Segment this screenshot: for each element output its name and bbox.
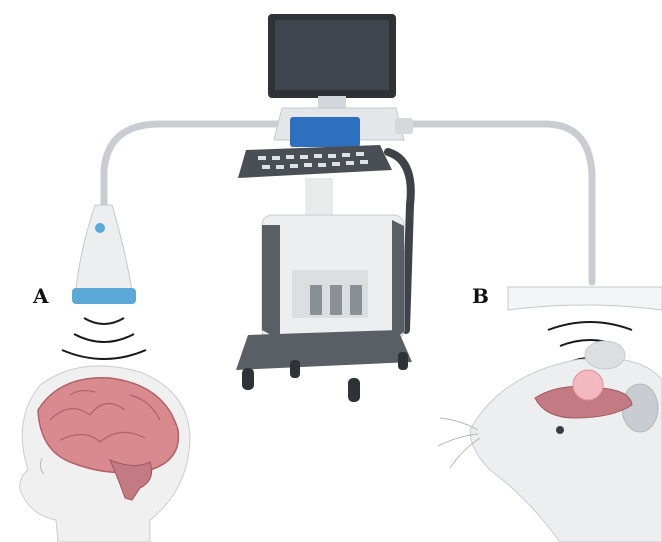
human-head-icon — [20, 366, 190, 542]
wheel-front-left — [242, 368, 254, 390]
cart-side-right — [392, 220, 404, 340]
wheel-back-right — [398, 352, 408, 370]
panel-label-b: B — [472, 284, 489, 308]
touch-screen — [290, 117, 360, 147]
control-panel — [238, 145, 392, 178]
probe-holder — [395, 118, 413, 134]
cart-side-left — [262, 225, 280, 340]
wheel-back-left — [290, 360, 300, 378]
cart-port-1 — [310, 285, 322, 315]
mouse-head-icon — [438, 341, 662, 542]
probe-body — [76, 205, 132, 290]
monitor-screen — [275, 20, 389, 90]
cart-port-2 — [330, 285, 342, 315]
ultrasound-machine-icon — [236, 14, 413, 402]
cable-right — [410, 124, 592, 282]
probe-icon — [72, 205, 136, 304]
panel-label-a: A — [33, 284, 49, 308]
mouse-ear — [585, 341, 625, 369]
sound-wave-icon — [62, 318, 146, 359]
probe-button — [95, 223, 105, 233]
mouse-eye — [556, 426, 564, 434]
cart-base — [236, 330, 412, 370]
cart-port-3 — [350, 285, 362, 315]
probe-tip — [72, 288, 136, 304]
ultrasound-stage — [508, 287, 662, 310]
wheel-front-right — [348, 378, 360, 402]
tumor — [573, 370, 603, 400]
monitor-stand — [318, 96, 346, 108]
